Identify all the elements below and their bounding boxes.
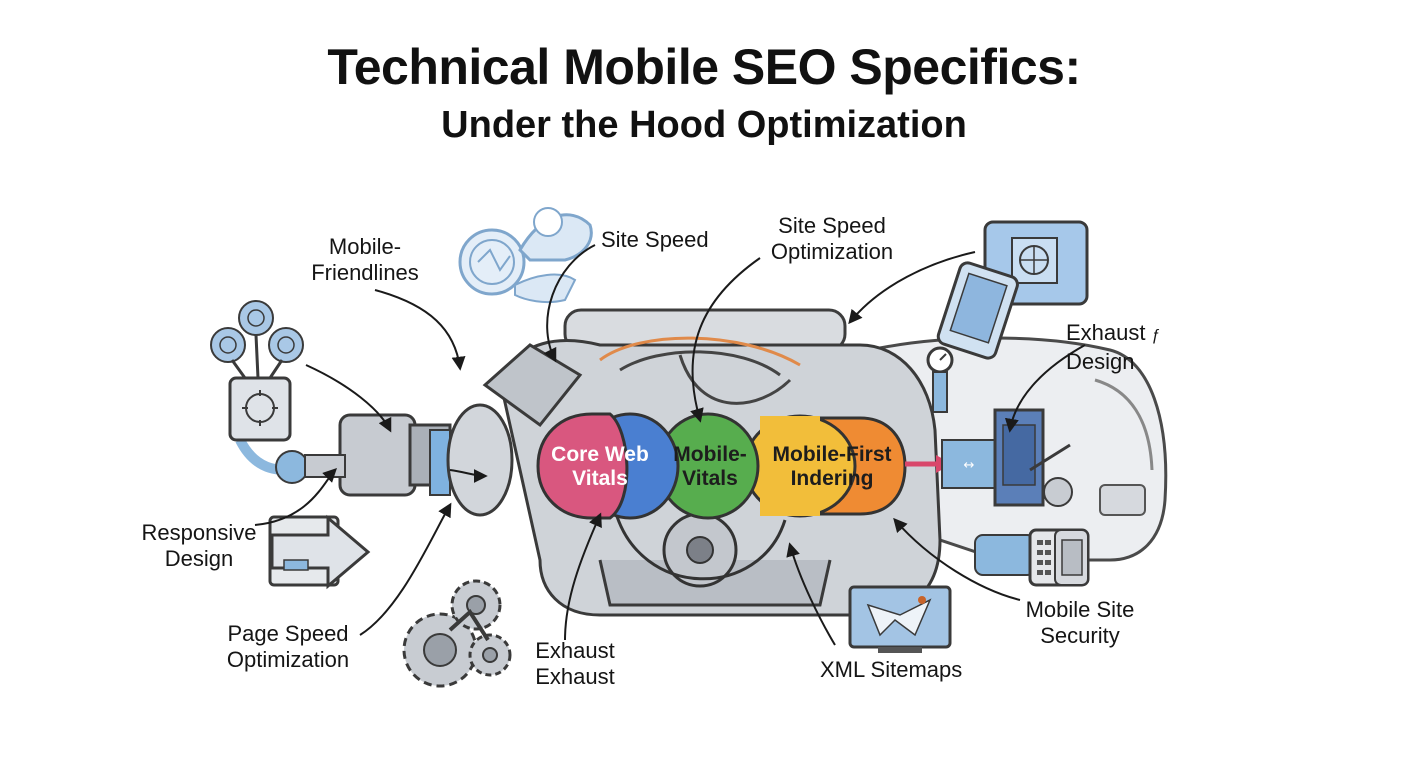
gauge-icon [926, 346, 954, 413]
svg-text:↔: ↔ [964, 458, 975, 473]
page-subtitle: Under the Hood Optimization [441, 104, 967, 146]
monitor-icon [848, 585, 952, 653]
annotation-arrows [254, 244, 1086, 646]
label-mobile-site-security: Mobile Site Security [1025, 597, 1135, 648]
vitals-pill-band [536, 412, 952, 520]
pill-mobile-vitals: Mobile- Vitals [673, 443, 747, 490]
page-title: Technical Mobile SEO Specifics: [327, 39, 1081, 95]
keypad-icon [1028, 528, 1090, 587]
security-device [974, 408, 1073, 576]
label-site-speed-optimization: Site Speed Optimization [770, 213, 894, 264]
gears-icon [402, 579, 512, 688]
responsive-gear-icons [210, 300, 304, 442]
transmission-shaft [235, 403, 514, 517]
label-site-speed: Site Speed [601, 227, 709, 252]
pill-mobile-first-indexing: Mobile-First Indering [772, 443, 892, 490]
exhaust-glyph: ƒ [1151, 327, 1161, 344]
label-exhaust-exhaust: Exhaust Exhaust [535, 638, 615, 689]
responsive-arrow-icon [268, 514, 371, 590]
label-exhaust-design: Exhaust ƒ Design [1066, 320, 1161, 374]
magnifier-gear-icon [458, 207, 593, 304]
pill-core-web-vitals: Core Web Vitals [551, 443, 649, 490]
blue-port-icon: ↔ [941, 439, 998, 489]
label-mobile-friendliness: Mobile- Friendlines [311, 234, 419, 285]
label-page-speed-optimization: Page Speed Optimization [226, 621, 350, 672]
label-xml-sitemaps: XML Sitemaps [820, 657, 963, 682]
label-responsive-design: Responsive Design [141, 520, 257, 571]
pill-pink [536, 412, 629, 520]
phone-icon [936, 261, 1019, 360]
